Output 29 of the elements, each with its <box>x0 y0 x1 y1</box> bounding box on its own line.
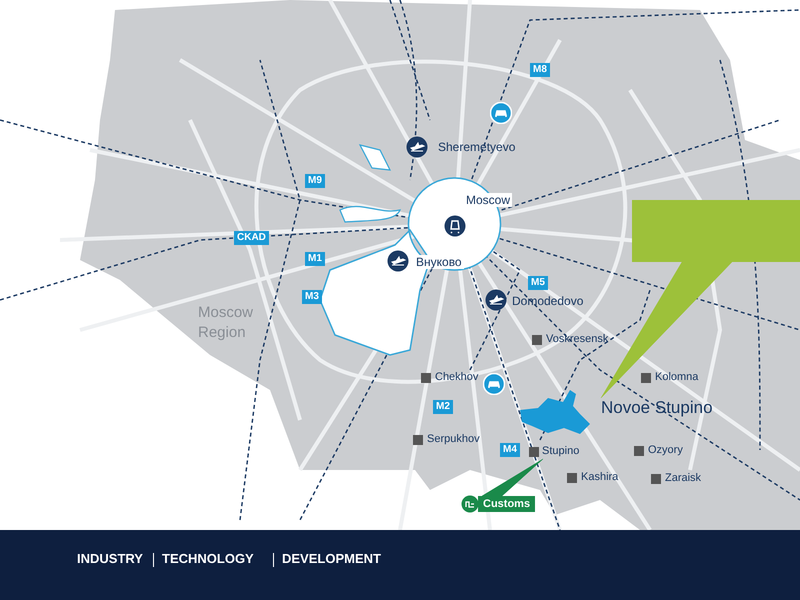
road-badge: CKAD <box>234 231 269 245</box>
callout-pointer <box>600 262 732 398</box>
road-badge: M4 <box>500 443 520 457</box>
tagline-word: DEVELOPMENT <box>282 551 381 566</box>
town-name: Voskresensk <box>546 333 608 345</box>
callout-pointer <box>482 458 544 496</box>
town-name: Kolomna <box>655 371 698 383</box>
city-name: Moscow <box>464 193 512 207</box>
callout-box <box>632 200 800 262</box>
town-name: Ozyory <box>648 444 683 456</box>
region-name: Moscow Region <box>198 303 254 343</box>
tagline-word: INDUSTRY <box>77 551 143 566</box>
road-badge: M9 <box>305 174 325 188</box>
town-name: Serpukhov <box>427 433 480 445</box>
road-badge: M3 <box>302 290 322 304</box>
town-name: Zaraisk <box>665 472 702 484</box>
road-badge: M2 <box>433 400 453 414</box>
town-name: Kashira <box>581 471 618 483</box>
road-badge: M1 <box>305 252 325 266</box>
town-name: Chekhov <box>435 371 478 383</box>
airport-name: Внуково <box>414 255 464 269</box>
customs-badge: Customs <box>478 496 536 512</box>
site-name: Novoe Stupino <box>601 398 713 418</box>
town-name: Stupino <box>542 445 580 457</box>
tagline-word: TECHNOLOGY <box>162 551 254 566</box>
road-badge: M8 <box>530 63 550 77</box>
airport-name: Domodedovo <box>512 294 584 308</box>
airport-name: Sheremetyevo <box>438 140 516 154</box>
road-badge: M5 <box>528 276 548 290</box>
